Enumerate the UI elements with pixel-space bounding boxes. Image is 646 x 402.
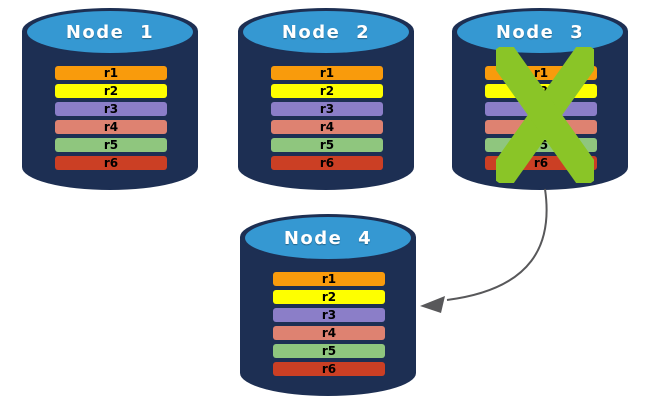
replica-row: r3	[485, 102, 597, 116]
replica-label: r6	[533, 156, 549, 170]
replica-label: r5	[319, 138, 335, 152]
replica-label: r2	[319, 84, 335, 98]
cylinder-cap: Node 2	[243, 11, 409, 53]
replica-row: r5	[485, 138, 597, 152]
replica-row: r4	[271, 120, 383, 134]
node-title: Node 2	[281, 21, 371, 43]
replica-label: r5	[103, 138, 119, 152]
replica-label: r6	[319, 156, 335, 170]
replica-label: r2	[533, 84, 549, 98]
replica-label: r4	[319, 120, 335, 134]
node-3-cylinder: Node 3 r1 r2 r3 r4 r5 r6	[452, 8, 628, 190]
replica-label: r6	[103, 156, 119, 170]
node-title: Node 1	[65, 21, 155, 43]
replica-row: r1	[271, 66, 383, 80]
replica-row: r6	[273, 362, 385, 376]
replica-row: r3	[55, 102, 167, 116]
replica-label: r2	[321, 290, 337, 304]
replica-row: r5	[271, 138, 383, 152]
replica-row: r5	[55, 138, 167, 152]
replica-row: r4	[273, 326, 385, 340]
replica-label: r2	[103, 84, 119, 98]
replica-row: r2	[55, 84, 167, 98]
replica-list: r1 r2 r3 r4 r5 r6	[485, 66, 597, 174]
replica-label: r5	[321, 344, 337, 358]
replica-row: r4	[55, 120, 167, 134]
node-2-cylinder: Node 2 r1 r2 r3 r4 r5 r6	[238, 8, 414, 190]
cylinder-cap: Node 3	[457, 11, 623, 53]
replica-row: r6	[271, 156, 383, 170]
replica-label: r1	[533, 66, 549, 80]
replica-row: r6	[485, 156, 597, 170]
node-4-cylinder: Node 4 r1 r2 r3 r4 r5 r6	[240, 214, 416, 396]
replica-list: r1 r2 r3 r4 r5 r6	[273, 272, 385, 380]
replica-row: r2	[485, 84, 597, 98]
replica-row: r3	[271, 102, 383, 116]
replica-label: r1	[319, 66, 335, 80]
replica-row: r1	[55, 66, 167, 80]
node-title: Node 4	[283, 227, 373, 249]
replica-label: r5	[533, 138, 549, 152]
replica-row: r1	[485, 66, 597, 80]
replica-row: r1	[273, 272, 385, 286]
replica-label: r3	[103, 102, 119, 116]
replica-label: r6	[321, 362, 337, 376]
replica-row: r4	[485, 120, 597, 134]
replica-label: r4	[103, 120, 119, 134]
replica-label: r4	[321, 326, 337, 340]
cylinder-cap: Node 1	[27, 11, 193, 53]
replica-label: r1	[103, 66, 119, 80]
replica-label: r1	[321, 272, 337, 286]
replica-list: r1 r2 r3 r4 r5 r6	[55, 66, 167, 174]
replica-row: r2	[273, 290, 385, 304]
replica-row: r6	[55, 156, 167, 170]
replica-label: r3	[533, 102, 549, 116]
node-1-cylinder: Node 1 r1 r2 r3 r4 r5 r6	[22, 8, 198, 190]
replica-row: r3	[273, 308, 385, 322]
replica-list: r1 r2 r3 r4 r5 r6	[271, 66, 383, 174]
replica-row: r5	[273, 344, 385, 358]
cylinder-cap: Node 4	[245, 217, 411, 259]
replica-row: r2	[271, 84, 383, 98]
replica-label: r3	[321, 308, 337, 322]
replica-label: r4	[533, 120, 549, 134]
replica-label: r3	[319, 102, 335, 116]
node-title: Node 3	[495, 21, 585, 43]
